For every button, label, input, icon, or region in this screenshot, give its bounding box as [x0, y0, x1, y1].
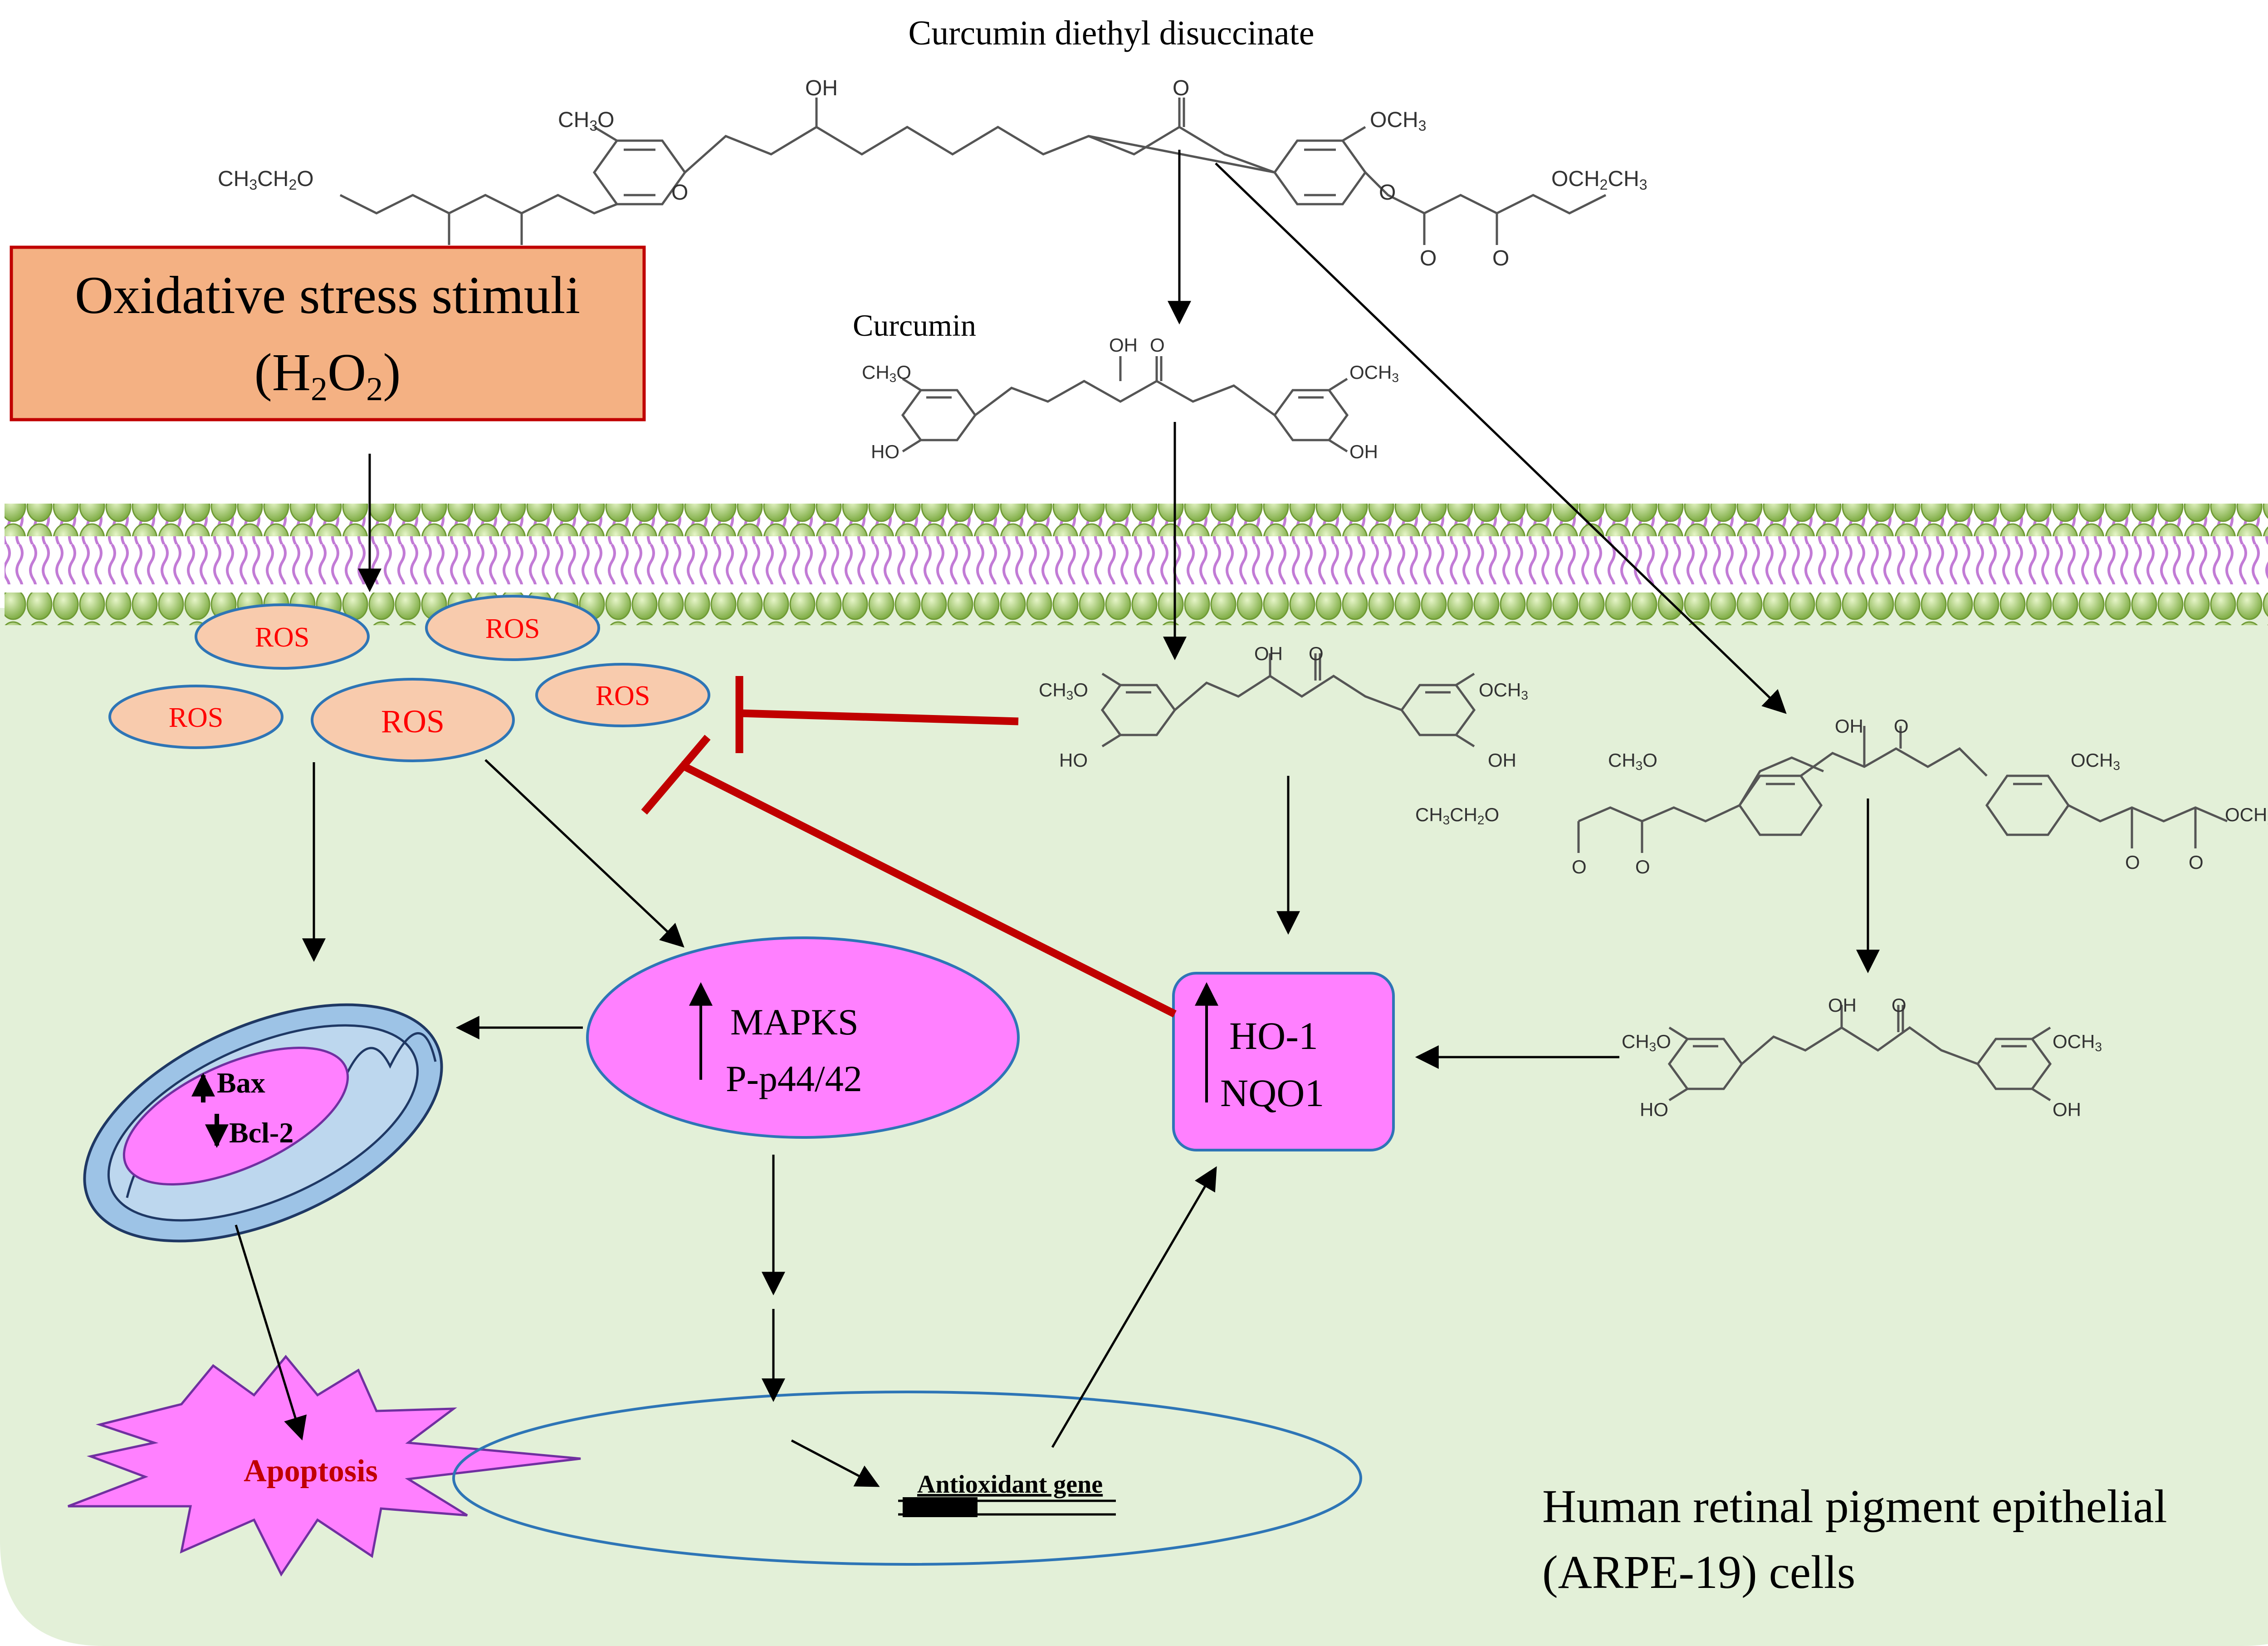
- cell-label-line1: Human retinal pigment epithelial: [1542, 1480, 2167, 1533]
- curcumin-o: O: [1150, 334, 1165, 356]
- arrow-ros-to-mapk: [484, 759, 684, 948]
- ic-o: O: [1309, 643, 1324, 664]
- ros-cluster: ROS ROS ROS ROS ROS: [108, 595, 710, 762]
- mapk-line1: MAPKS: [730, 1001, 859, 1043]
- hc-methoxy-left: CH3O: [1622, 1031, 1671, 1054]
- icdd-ethyl-right: OCH2CH3: [2225, 804, 2268, 827]
- apoptosis-node: Apoptosis: [68, 1355, 581, 1577]
- nucleus: Antioxidant gene: [452, 1391, 1362, 1566]
- svg-text:ROS: ROS: [485, 613, 540, 644]
- inhibition-lines: [641, 676, 1177, 1018]
- curcumin-methoxy-left: CH3O: [862, 362, 911, 385]
- svg-text:ROS: ROS: [381, 703, 445, 740]
- oxidative-stress-box: Oxidative stress stimuli (H2O2): [10, 245, 646, 421]
- curcumin-label: Curcumin: [853, 308, 976, 343]
- hc-oh-right: OH: [2053, 1099, 2081, 1120]
- apoptosis-label: Apoptosis: [244, 1454, 378, 1489]
- intracellular-curcumin-labels: OH O CH3O OCH3 HO OH: [1039, 643, 1528, 771]
- methoxy-right-label: OCH3: [1370, 108, 1426, 134]
- intracellular-cdd: [1577, 726, 2228, 853]
- svg-text:ROS: ROS: [255, 622, 310, 653]
- hc-methoxy-right: OCH3: [2053, 1031, 2102, 1054]
- stimulus-line2: (H2O2): [254, 343, 401, 408]
- cell-membrane: [5, 504, 2268, 625]
- inhibit-ho1-ros: [679, 761, 1177, 1018]
- inhibit-ho1-ros-bar: [641, 735, 711, 815]
- ros-4: ROS: [311, 678, 515, 762]
- ros-1: ROS: [195, 603, 370, 670]
- gene-label: Antioxidant gene: [917, 1470, 1103, 1499]
- arrow-gene-to-ho1: [1051, 1166, 1217, 1448]
- curcumin-molecule: [901, 356, 1349, 453]
- ros-5: ROS: [535, 663, 710, 727]
- icdd-methoxy-right: OCH3: [2071, 750, 2120, 773]
- curcumin-methoxy-right: OCH3: [1349, 362, 1399, 385]
- ester-o-left: O: [671, 181, 688, 205]
- bax-label: Bax: [217, 1067, 265, 1099]
- hydrolysed-curcumin: [1667, 1005, 2052, 1102]
- curcumin-oh: OH: [1109, 334, 1138, 356]
- svg-text:ROS: ROS: [169, 702, 224, 733]
- ic-methoxy-right: OCH3: [1479, 679, 1528, 702]
- arrow-into-gene: [791, 1439, 880, 1487]
- oh-label: OH: [805, 76, 838, 100]
- icdd-co-4: O: [2189, 852, 2204, 873]
- mitochondrion: Bax Bcl-2: [83, 1003, 443, 1243]
- curcumin-ho-left: HO: [871, 441, 899, 462]
- arrow-mito-to-apoptosis: [235, 1225, 307, 1440]
- hc-oh: OH: [1828, 994, 1857, 1016]
- gene-block: [903, 1497, 978, 1517]
- cell-label-line2: (ARPE-19) cells: [1542, 1546, 1855, 1598]
- nqo1-label: NQO1: [1220, 1071, 1324, 1115]
- mapk-node: MAPKS P-p44/42: [586, 936, 1020, 1139]
- icdd-co-2: O: [1572, 856, 1587, 877]
- ic-oh: OH: [1254, 643, 1283, 664]
- arrow-cdd-to-intracellular-cdd: [1215, 162, 1787, 714]
- icdd-methoxy-left: CH3O: [1608, 750, 1657, 773]
- icdd-ethyl-left: CH3CH2O: [1415, 804, 1499, 827]
- icdd-oh: OH: [1835, 715, 1863, 737]
- methoxy-left-label: CH3O: [558, 108, 614, 134]
- ic-methoxy-left: CH3O: [1039, 679, 1088, 702]
- icdd-co-3: O: [2125, 852, 2140, 873]
- hc-ho: HO: [1640, 1099, 1668, 1120]
- carbonyl-o-4: O: [1492, 246, 1509, 270]
- cdd-top-labels: OH O CH3O OCH3 O O O O O O CH3CH2O OCH2C…: [218, 76, 1647, 270]
- inhibit-curcumin-ros: [739, 709, 1019, 725]
- curcumin-oh-right: OH: [1349, 441, 1378, 462]
- cell-body: [0, 608, 2268, 1646]
- icdd-o: O: [1894, 715, 1909, 737]
- curcumin-labels: OH O CH3O OCH3 HO OH: [862, 334, 1399, 462]
- intracellular-curcumin: [1100, 653, 1476, 748]
- hydrolysed-curcumin-labels: OH O CH3O OCH3 HO OH: [1622, 994, 2102, 1120]
- intracellular-cdd-labels: OH O CH3O OCH3 CH3CH2O OCH2CH3 O O O O: [1415, 715, 2268, 877]
- ros-2: ROS: [425, 595, 600, 661]
- ethyl-left-label: CH3CH2O: [218, 167, 314, 193]
- keto-o-label: O: [1173, 76, 1189, 100]
- ho1-nqo1-node: HO-1 NQO1: [1172, 972, 1395, 1151]
- ester-o-right: O: [1379, 181, 1396, 205]
- activation-arrows: [235, 150, 1880, 1487]
- bcl2-label: Bcl-2: [229, 1117, 293, 1149]
- icdd-co-1: O: [1635, 856, 1650, 877]
- ic-oh-right: OH: [1488, 750, 1516, 771]
- ros-3: ROS: [108, 685, 284, 749]
- carbonyl-o-3: O: [1420, 246, 1437, 270]
- cdd-molecule-top: [339, 98, 1607, 245]
- svg-text:ROS: ROS: [596, 681, 650, 711]
- stimulus-line1: Oxidative stress stimuli: [75, 265, 580, 325]
- ethyl-right-label: OCH2CH3: [1551, 167, 1647, 193]
- ic-ho: HO: [1059, 750, 1088, 771]
- mapk-line2: P-p44/42: [726, 1058, 862, 1099]
- hc-o: O: [1892, 994, 1906, 1016]
- compound-title: Curcumin diethyl disuccinate: [909, 14, 1315, 52]
- ho1-label: HO-1: [1229, 1014, 1318, 1058]
